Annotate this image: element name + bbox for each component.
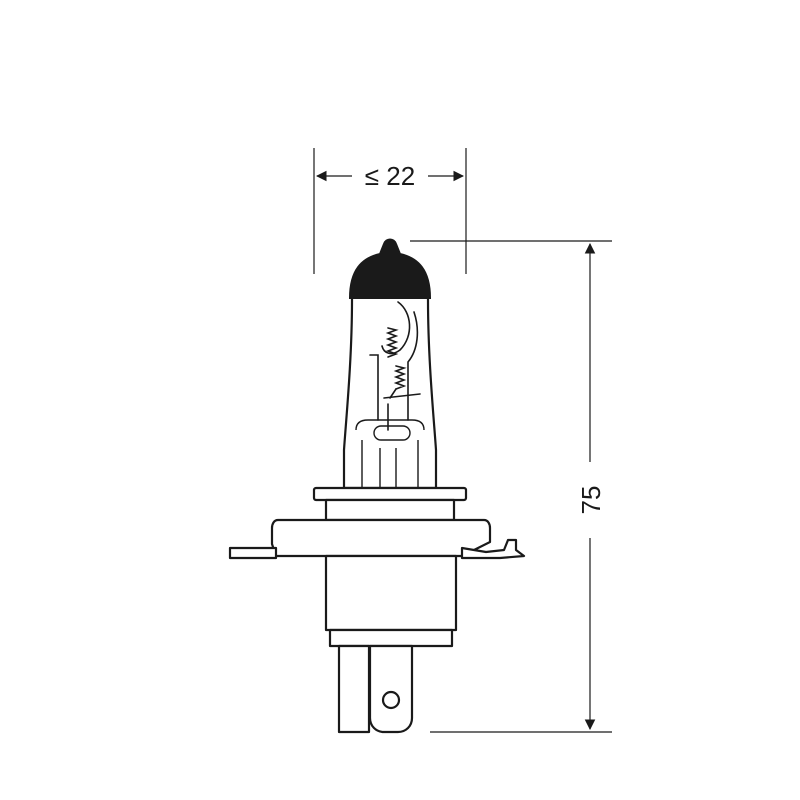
height-dimension: 75 [410, 240, 612, 733]
support-wire-right [407, 311, 419, 421]
glass-tip [348, 238, 432, 299]
pinch-seal [373, 425, 411, 441]
width-dimension-label: ≤ 22 [365, 161, 415, 191]
height-dimension-label: 75 [576, 486, 606, 515]
base-bottom-ring [328, 628, 454, 648]
terminal-center [368, 644, 414, 734]
collar-neck [324, 498, 456, 522]
pinch-tube [355, 419, 425, 488]
flange-tab-left [228, 546, 278, 560]
flange [270, 518, 492, 558]
upper-collar [312, 486, 468, 502]
filament-coil-upper [385, 327, 399, 358]
terminal-left [337, 644, 371, 734]
base-body [324, 554, 458, 632]
flange-tab-right [460, 538, 526, 560]
shield-cup [381, 301, 411, 355]
filament-lead [389, 388, 397, 399]
filament-assembly [369, 301, 421, 431]
filament-coil-lower [393, 365, 407, 390]
bulb [228, 238, 526, 734]
support-wire-left [369, 354, 379, 421]
terminal-hole [381, 690, 401, 710]
glass-envelope [342, 294, 438, 490]
width-dimension: ≤ 22 [313, 148, 467, 274]
